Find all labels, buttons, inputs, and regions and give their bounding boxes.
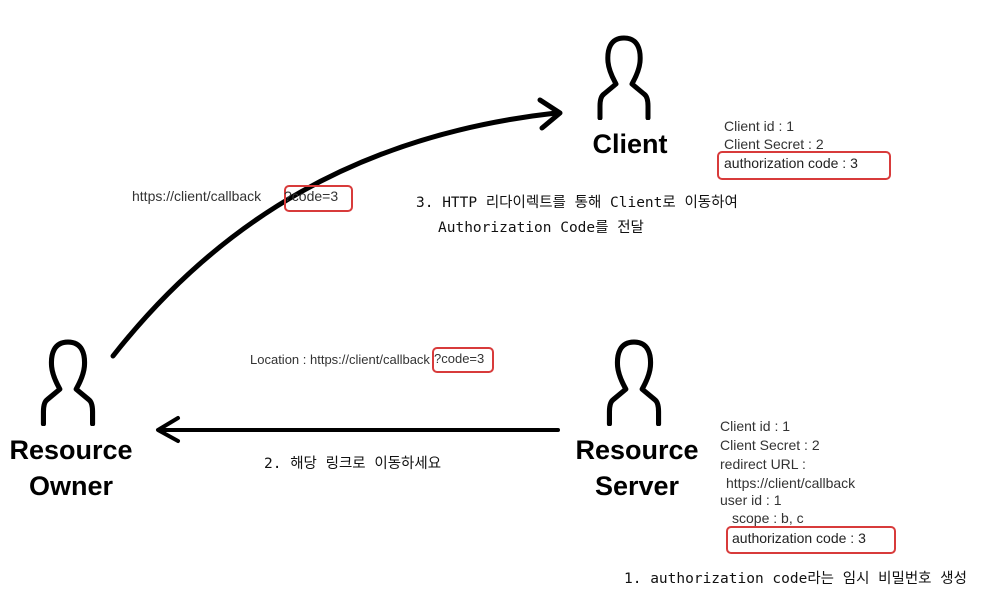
server-redirect-url-value: https://client/callback [726, 475, 856, 491]
client-label: Client [592, 129, 668, 159]
client-secret-text: Client Secret : 2 [724, 136, 824, 152]
server-label-line1: Resource [575, 435, 699, 465]
server-auth-code-text: authorization code : 3 [732, 530, 866, 546]
redirect-arrow [110, 110, 559, 359]
location-url-base: Location : https://client/callback [250, 352, 430, 367]
step3-line2: Authorization Code를 전달 [438, 220, 644, 236]
server-person-icon [606, 339, 662, 426]
server-client-secret-text: Client Secret : 2 [720, 437, 820, 453]
redirect-url-query-box [284, 185, 353, 212]
server-redirect-url-label: redirect URL : [720, 456, 806, 472]
location-url-query: ?code=3 [434, 351, 485, 366]
step1-text: 1. authorization code라는 임시 비밀번호 생성 [624, 571, 967, 587]
owner-label-line2: Owner [28, 471, 114, 501]
server-client-id-text: Client id : 1 [720, 418, 791, 434]
client-auth-code-text: authorization code : 3 [724, 155, 858, 171]
location-url-query-box [432, 347, 494, 373]
client-auth-code-box [717, 151, 891, 180]
owner-label: Resource Owner [0, 432, 142, 504]
client-id-text: Client id : 1 [724, 118, 795, 134]
step3-line1: 3. HTTP 리다이렉트를 통해 Client로 이동하여 [416, 195, 738, 211]
redirect-url-query: ?code=3 [284, 188, 339, 204]
server-user-id-text: user id : 1 [720, 492, 782, 508]
server-label: Resource Server [566, 432, 708, 504]
redirect-url-base: https://client/callback [132, 188, 262, 204]
owner-label-line1: Resource [9, 435, 133, 465]
server-label-line2: Server [594, 471, 680, 501]
location-arrow-head [156, 416, 180, 443]
step2-text: 2. 해당 링크로 이동하세요 [264, 456, 442, 472]
redirect-arrow-head [537, 97, 563, 131]
server-scope-text: scope : b, c [732, 510, 804, 526]
owner-person-icon [40, 339, 96, 426]
server-auth-code-box [726, 526, 896, 554]
client-person-icon [597, 35, 651, 120]
